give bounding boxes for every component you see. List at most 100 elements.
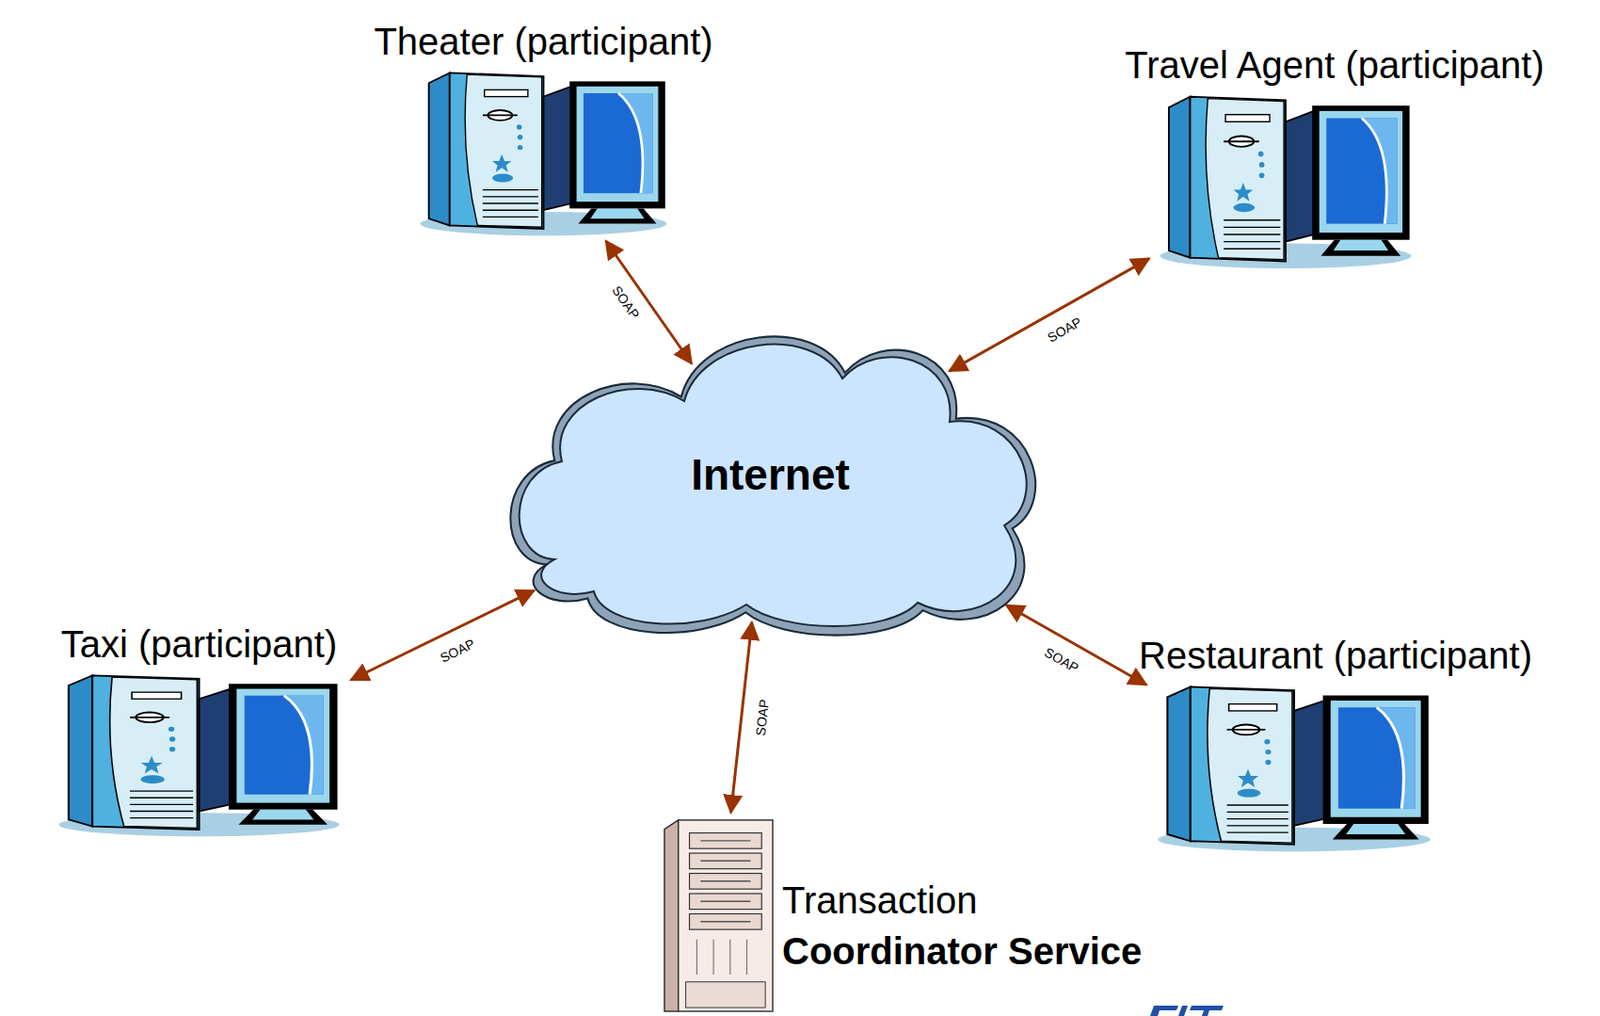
icon-part [1190,686,1295,844]
bay-slot [700,880,751,881]
icon-part [284,695,313,795]
node-text: Taxi (participant) [61,623,337,665]
icon-part [569,80,666,208]
icon-part [1259,161,1265,168]
bay-slot [700,839,751,841]
icon-part [169,746,176,752]
participant-computer: Theater (participant) [413,67,674,238]
icon-part [1233,182,1254,202]
soap-connector [351,590,534,680]
icon-part [449,72,544,229]
icon-part [199,688,232,812]
computer-icon [413,67,674,238]
icon-part [1205,98,1284,260]
icon-part [1321,240,1402,256]
vent-line [482,209,539,211]
vent-line [129,810,193,812]
icon-part [244,695,324,795]
icon-part [239,809,329,825]
icon-part [1167,686,1190,841]
drive-bay [689,852,763,869]
node-label: Taxi (participant) [61,623,337,665]
participant-computer: Restaurant (participant) [1150,681,1439,853]
icon-part [482,114,518,117]
icon-part [141,774,165,784]
icon-part [1207,688,1293,843]
icon-part [686,981,767,1008]
icon-part [1338,706,1416,808]
server-icon [663,816,775,1011]
vent-line [1223,219,1280,221]
icon-part [618,93,654,193]
cloud-body [519,344,1027,626]
drive-bay [689,873,763,890]
vent-line [129,803,193,805]
computer-icon [1150,681,1439,853]
panel-line [746,939,748,975]
cloud-shadow [510,336,1036,635]
icon-part [664,819,679,1011]
icon-part [92,674,199,830]
computer-icon [1152,91,1419,271]
icon-part [68,674,93,826]
icon-part [1237,768,1259,787]
panel-line [713,939,715,975]
drive-bay [689,893,763,910]
internet-cloud: Internet [499,316,1041,633]
icon-part [110,676,198,828]
logo-mark [1150,1005,1224,1016]
vent-line [1227,803,1289,805]
bay-slot [700,920,751,922]
icon-part [129,716,170,719]
icon-part [1361,118,1398,224]
vent-line [1223,233,1280,235]
vent-line [129,797,193,799]
icon-part [228,683,338,810]
icon-part [517,144,524,150]
icon-part [1168,96,1191,258]
node-label: Restaurant (participant) [1138,634,1533,676]
vent-line [129,789,193,791]
protocol-label: SOAP [1044,315,1084,345]
vent-line [1223,247,1280,249]
icon-part [1312,105,1409,240]
icon-part [1264,738,1270,744]
soap-connector [949,258,1150,371]
drive-bay [689,913,763,930]
icon-part [1225,114,1270,123]
icon-part [1227,728,1266,731]
icon-part [1333,240,1389,251]
node-text: Internet [499,316,1041,633]
icon-part [1330,700,1422,817]
icon-part [464,74,543,227]
vent-line [1223,226,1280,228]
node-text: Travel Agent (participant) [1124,44,1544,86]
icon-part [1326,118,1397,224]
vent-line [482,189,539,191]
icon-part [1319,111,1403,233]
icon-part [1264,759,1271,765]
icon-part [1285,111,1314,242]
icon-part [576,86,659,202]
bay-slot [700,900,751,902]
icon-part [1189,96,1286,262]
icon-part [484,89,528,96]
panel-line [696,939,698,975]
protocol-label: SOAP [1041,644,1081,674]
vent-line [1227,817,1289,819]
icon-part [1237,788,1261,798]
icon-part [618,93,643,193]
icon-part [516,124,523,129]
protocol-label: SOAP [753,698,771,736]
soap-connector [731,622,752,813]
node-text: Restaurant (participant) [1138,634,1533,676]
icon-part [678,819,773,1011]
vent-line [1227,831,1289,832]
vent-line [482,202,539,204]
icon-part [583,93,654,193]
icon-part [141,755,163,774]
icon-part [492,154,512,173]
node-label: Theater (participant) [373,20,713,63]
node-text: TransactionCoordinator Service [782,874,1142,976]
cloud-label: Internet [690,448,850,500]
